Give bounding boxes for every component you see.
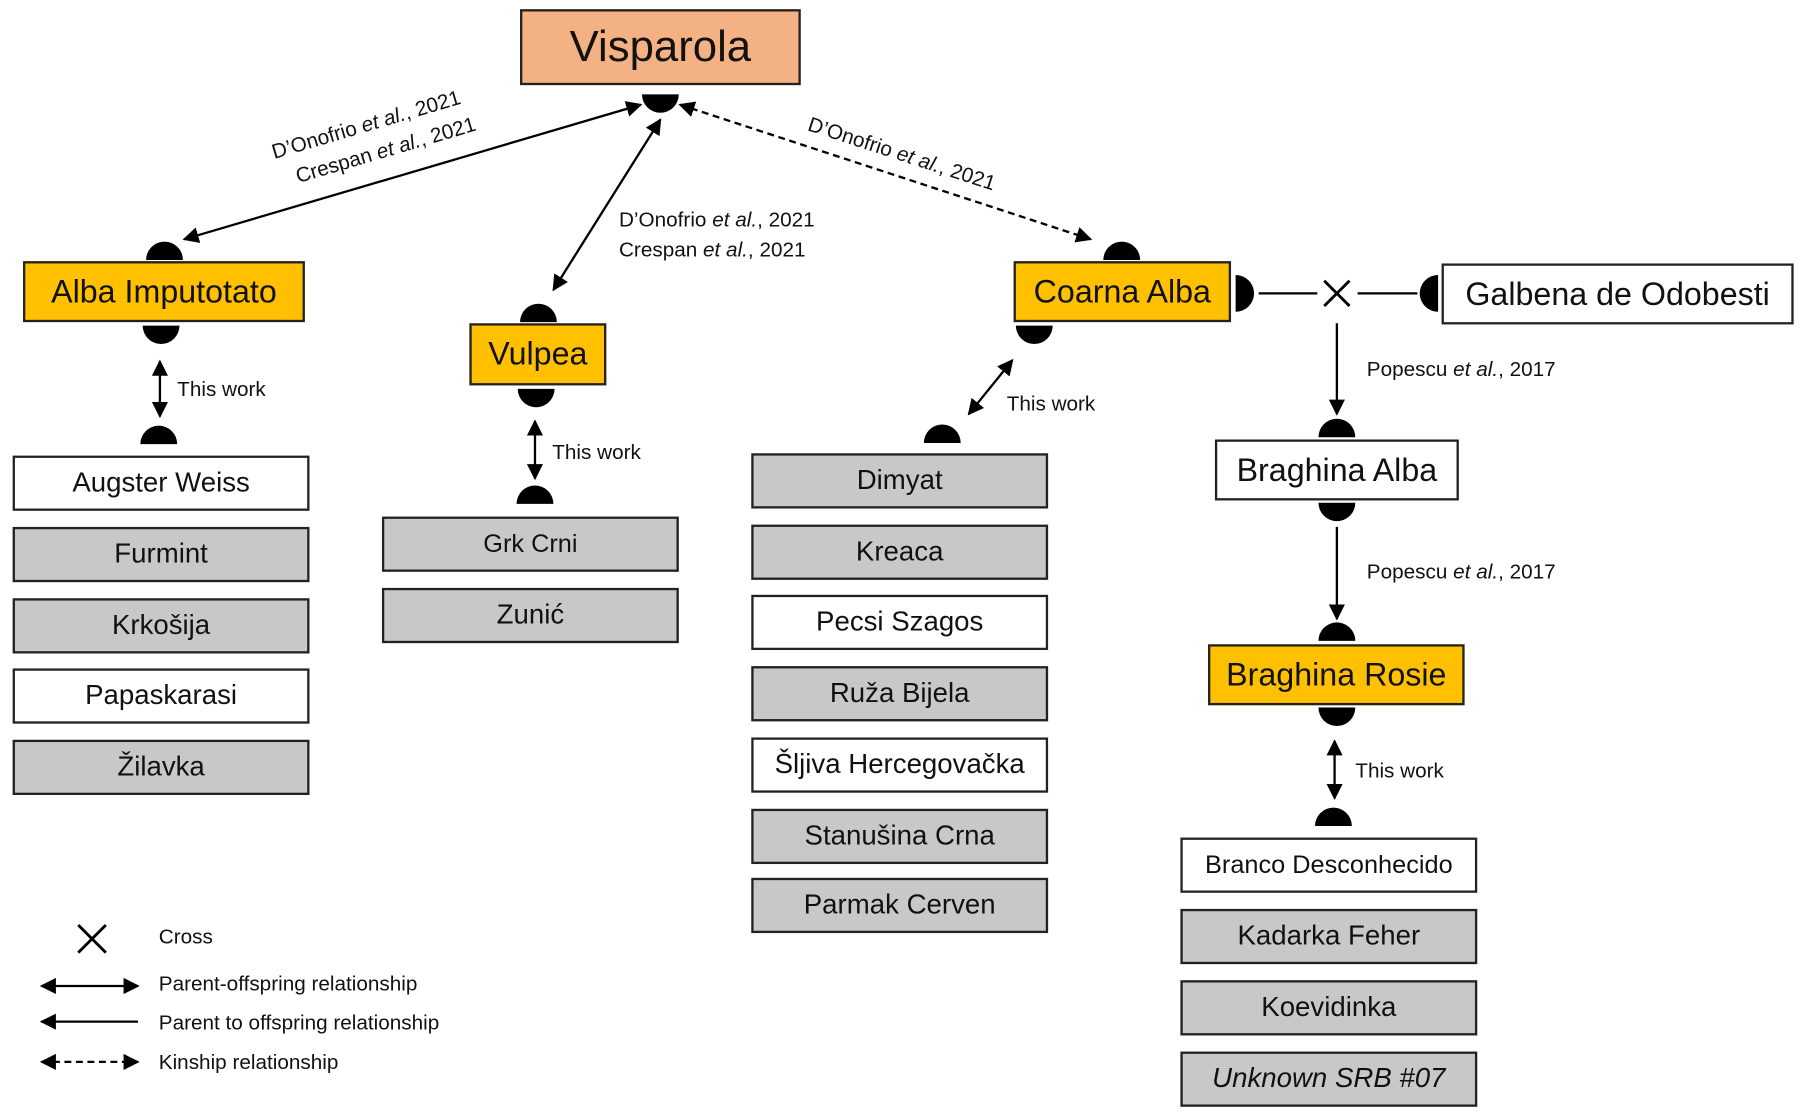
legend-cross-label: Cross — [158, 925, 213, 949]
node-label: Koevidinka — [1261, 991, 1397, 1023]
cap-braghina-rosie-top — [1318, 622, 1356, 641]
cap-alba-imputotato-bottom — [142, 325, 180, 344]
node-stanusina-crna: Stanušina Crna — [751, 808, 1049, 865]
node-sljiva-hercegovacka: Šljiva Hercegovačka — [751, 737, 1049, 793]
node-label: Parmak Cerven — [803, 889, 996, 921]
node-label: Braghina Alba — [1236, 451, 1438, 488]
node-kreaca: Kreaca — [751, 524, 1049, 580]
cross-icon — [1323, 279, 1351, 308]
cap-vulpea-top — [520, 303, 557, 323]
ref-year: , 2017 — [1498, 560, 1556, 584]
node-label: Ruža Bijela — [829, 677, 970, 709]
cap-vulpea-bottom — [517, 388, 555, 408]
node-unknown-srb-07: Unknown SRB #07 — [1180, 1051, 1478, 1107]
legend-cross-icon — [77, 923, 107, 954]
this-work-label: This work — [1006, 392, 1096, 416]
node-label: Grk Crni — [483, 529, 578, 558]
node-label: Unknown SRB #07 — [1212, 1063, 1446, 1095]
node-augster-weiss: Augster Weiss — [12, 455, 310, 511]
cap-coarna-bottom — [1015, 325, 1053, 344]
node-dimyat: Dimyat — [751, 453, 1049, 509]
node-branco-desconhecido: Branco Desconhecido — [1180, 837, 1478, 893]
node-label: Vulpea — [488, 335, 588, 372]
cap-root-bottom — [641, 94, 679, 113]
node-label: Braghina Rosie — [1226, 656, 1447, 693]
ref-et-al: et al. — [1453, 357, 1499, 381]
node-koevidinka: Koevidinka — [1180, 980, 1478, 1036]
node-grk-crni: Grk Crni — [381, 516, 679, 572]
ref-year: , 2017 — [1498, 357, 1556, 381]
node-ruza-bijela: Ruža Bijela — [751, 666, 1049, 722]
connector-caps — [140, 94, 1439, 827]
node-coarna-alba: Coarna Alba — [1013, 261, 1232, 323]
edge-visparola-vulpea — [552, 118, 662, 292]
node-label: Kreaca — [855, 536, 944, 568]
this-work-label: This work — [1355, 759, 1444, 783]
cap-braghina-rosie-bottom — [1318, 707, 1356, 726]
cap-branco-top — [1315, 807, 1352, 827]
legend-parent-offspring-label: Parent-offspring relationship — [158, 972, 418, 996]
legend-kinship-label: Kinship relationship — [158, 1050, 339, 1074]
node-label: Alba Imputotato — [51, 273, 277, 309]
this-work-label: This work — [177, 377, 266, 401]
cap-alba-imputotato-top — [146, 241, 183, 261]
node-vulpea: Vulpea — [469, 323, 607, 386]
ref-et-al: et al. — [712, 208, 758, 232]
node-label: Pecsi Szagos — [816, 606, 984, 638]
node-label: Galbena de Odobesti — [1465, 275, 1770, 312]
cap-grk-top — [516, 485, 554, 504]
node-krkosija: Krkošija — [12, 598, 310, 654]
node-visparola: Visparola — [520, 9, 801, 86]
node-papaskarasi: Papaskarasi — [12, 668, 310, 724]
node-label: Branco Desconhecido — [1205, 850, 1453, 879]
node-label: Coarna Alba — [1033, 273, 1211, 309]
ref-author: Crespan — [618, 238, 698, 262]
node-furmint: Furmint — [12, 526, 310, 583]
ref-et-al: et al. — [703, 238, 748, 262]
node-kadarka-feher: Kadarka Feher — [1180, 908, 1478, 965]
ref-year: , 2021 — [747, 238, 806, 262]
node-zunic: Zunić — [381, 587, 679, 644]
cap-augster-top — [140, 425, 178, 445]
node-galbena-de-odobesti: Galbena de Odobesti — [1441, 263, 1794, 325]
node-zilavka: Žilavka — [12, 739, 310, 795]
this-work-label: This work — [552, 440, 641, 464]
node-label: Dimyat — [856, 464, 943, 496]
node-braghina-alba: Braghina Alba — [1214, 439, 1459, 501]
cap-coarna-top — [1103, 241, 1141, 261]
node-pecsi-szagos: Pecsi Szagos — [751, 594, 1049, 651]
node-label: Furmint — [114, 538, 208, 570]
node-alba-imputotato: Alba Imputotato — [23, 261, 305, 323]
node-label: Stanušina Crna — [804, 820, 995, 852]
ref-author: Popescu — [1366, 560, 1448, 584]
cap-coarna-right — [1235, 274, 1255, 312]
cap-galbena-left — [1419, 274, 1439, 312]
node-braghina-rosie: Braghina Rosie — [1208, 644, 1465, 706]
ref-author: Popescu — [1366, 357, 1448, 381]
ref-author: D’Onofrio — [618, 208, 707, 232]
ref-year: , 2021 — [757, 208, 815, 232]
edge-coarna-alba-group — [967, 358, 1014, 416]
node-label: Visparola — [569, 22, 752, 71]
cap-dimyat-top — [923, 424, 961, 443]
node-label: Augster Weiss — [72, 467, 250, 499]
node-label: Papaskarasi — [85, 679, 238, 712]
cap-braghina-alba-bottom — [1318, 502, 1356, 522]
edge-visparola-coarna-alba — [678, 101, 1093, 243]
node-label: Žilavka — [117, 751, 205, 783]
cap-braghina-alba-top — [1318, 418, 1356, 438]
legend-parent-to-offspring-label: Parent to offspring relationship — [158, 1011, 440, 1035]
ref-label-cross-braghina-alba: Popescu et al., 2017 — [1367, 354, 1556, 384]
node-label: Šljiva Hercegovačka — [774, 748, 1025, 781]
ref-label-braghina-alba-rosie: Popescu et al., 2017 — [1367, 557, 1556, 587]
node-label: Zunić — [496, 599, 565, 631]
node-parmak-cerven: Parmak Cerven — [751, 877, 1049, 934]
node-label: Krkošija — [111, 609, 211, 641]
node-label: Kadarka Feher — [1237, 920, 1421, 952]
ref-label-vulpea-edge: D’Onofrio et al., 2021 Crespan et al., 2… — [619, 205, 815, 265]
ref-et-al: et al. — [1453, 560, 1499, 584]
